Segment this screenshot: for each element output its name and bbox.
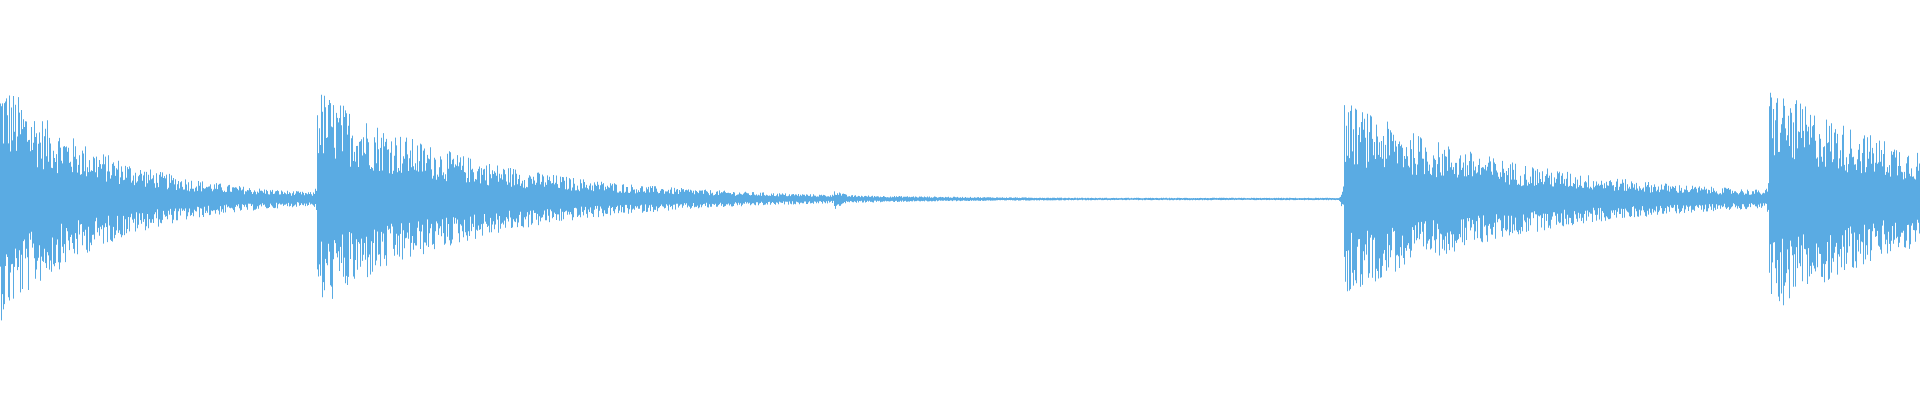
waveform-path — [0, 92, 1920, 321]
waveform-samples — [0, 92, 1920, 321]
